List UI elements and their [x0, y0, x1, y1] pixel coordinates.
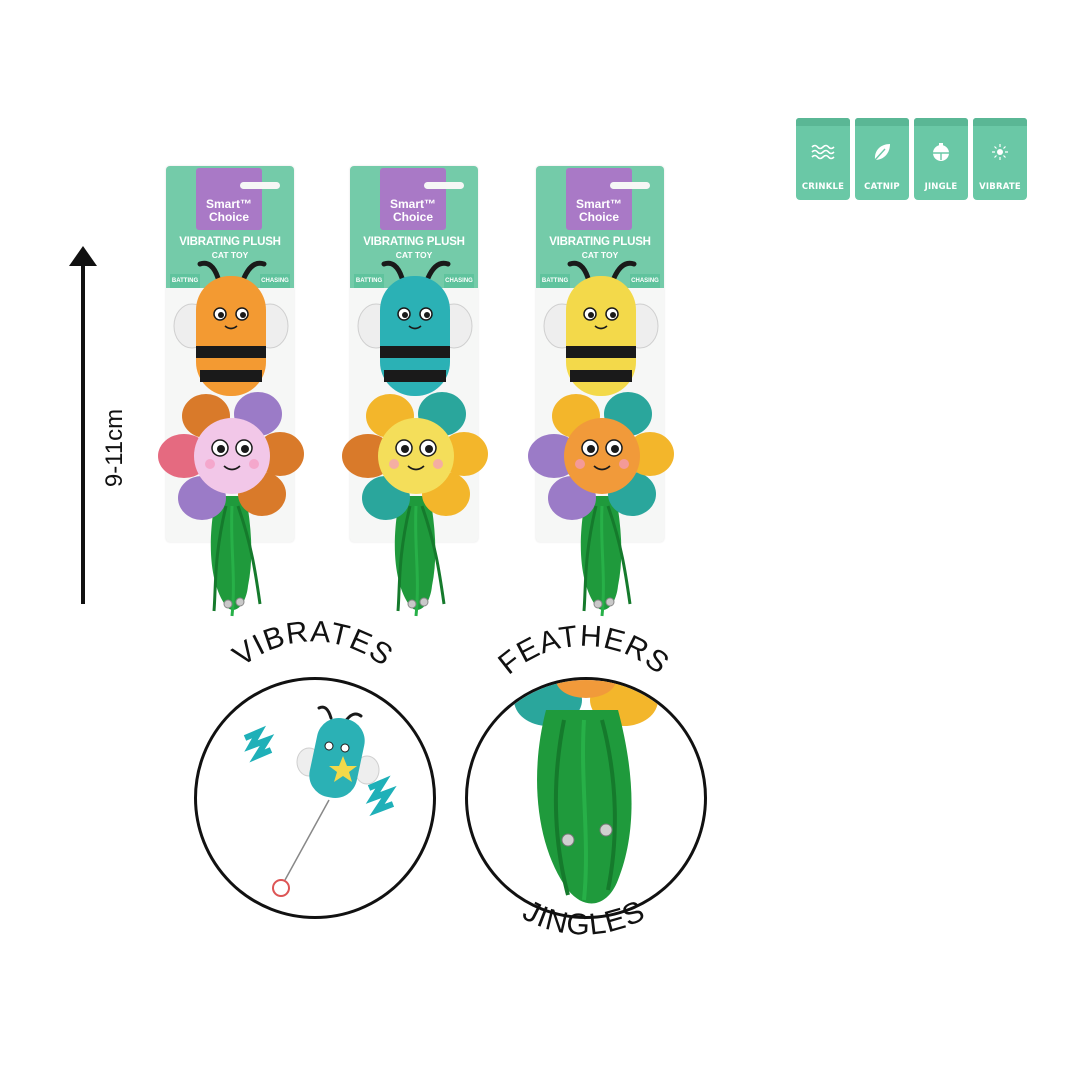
brand-logo: Smart™ Choice: [380, 168, 464, 230]
feature-catnip: CATNIP: [855, 118, 909, 200]
svg-text:FEATHERS: FEATHERS: [492, 620, 675, 681]
ribbon-chasing: CHASING: [444, 274, 474, 288]
package-subtitle: CAT TOY: [395, 250, 433, 260]
height-arrow-head: [69, 246, 97, 266]
feature-label: VIBRATE: [979, 182, 1021, 192]
zigzag-icon: [365, 775, 397, 817]
feature-label: JINGLE: [924, 182, 958, 192]
product-package: Smart™ Choice VIBRATING PLUSH CAT TOY BA…: [158, 166, 304, 617]
brand-logo: Smart™ Choice: [196, 168, 280, 230]
vibrate-icon: [992, 144, 1008, 160]
bell-icon: [599, 823, 613, 837]
brand-line2: Choice: [578, 210, 619, 224]
bee-body: [566, 276, 636, 396]
feather-tail: [210, 496, 262, 617]
wave-icon: [811, 144, 835, 160]
jingles-label: JINGLES: [518, 894, 650, 942]
zigzag-icon: [243, 725, 275, 763]
plush-toy: [528, 260, 674, 617]
package-subtitle: CAT TOY: [211, 250, 249, 260]
package-header: Smart™ Choice VIBRATING PLUSH CAT TOY BA…: [536, 166, 664, 288]
svg-text:VIBRATES: VIBRATES: [227, 615, 399, 673]
package-header: Smart™ Choice VIBRATING PLUSH CAT TOY BA…: [350, 166, 478, 288]
feature-jingle: JINGLE: [914, 118, 968, 200]
hang-hole: [610, 182, 650, 189]
feature-label: CRINKLE: [801, 182, 845, 192]
package-subtitle: CAT TOY: [581, 250, 619, 260]
leaf-icon: [874, 144, 890, 161]
ribbon-chasing: CHASING: [260, 274, 290, 288]
flower-center: [378, 418, 454, 494]
ribbon-batting: BATTING: [354, 274, 384, 288]
height-arrow-line: [81, 262, 85, 604]
brand-logo: Smart™ Choice: [566, 168, 650, 230]
brand-line1: Smart™: [575, 197, 622, 211]
svg-text:JINGLES: JINGLES: [518, 894, 651, 942]
brand-line1: Smart™: [205, 197, 252, 211]
vibrates-circle: [194, 677, 436, 919]
package-title: VIBRATING PLUSH: [549, 236, 651, 248]
bell-icon: [561, 833, 575, 847]
vibrates-label: VIBRATES: [227, 615, 398, 673]
hang-hole: [424, 182, 464, 189]
feature-vibrate: VIBRATE: [973, 118, 1027, 200]
ribbon-batting: BATTING: [540, 274, 570, 288]
brand-line2: Choice: [208, 210, 249, 224]
feature-tabs: CRINKLE CATNIP JINGLE VIBR: [796, 118, 1027, 200]
feather-tail: [580, 496, 632, 617]
feathers-label: FEATHERS: [492, 620, 674, 681]
brand-line2: Choice: [392, 210, 433, 224]
package-header: Smart™ Choice VIBRATING PLUSH CAT TOY BA…: [166, 166, 294, 288]
ribbon-batting: BATTING: [170, 274, 200, 288]
bee-body: [380, 276, 450, 396]
package-title: VIBRATING PLUSH: [363, 236, 465, 248]
plush-toy: [158, 260, 304, 617]
bell-icon: [933, 143, 949, 161]
feature-crinkle: CRINKLE: [796, 118, 850, 200]
product-package: Smart™ Choice VIBRATING PLUSH CAT TOY BA…: [528, 166, 674, 617]
ribbon-chasing: CHASING: [630, 274, 660, 288]
hang-hole: [240, 182, 280, 189]
package-title: VIBRATING PLUSH: [179, 236, 281, 248]
feathers-circle: [465, 677, 707, 919]
feather-tail: [394, 496, 446, 617]
flower-center: [194, 418, 270, 494]
brand-line1: Smart™: [389, 197, 436, 211]
flower-center: [564, 418, 640, 494]
feature-label: CATNIP: [864, 182, 900, 192]
plush-toy: [342, 260, 488, 617]
product-package: Smart™ Choice VIBRATING PLUSH CAT TOY BA…: [342, 166, 488, 617]
bee-body: [196, 276, 266, 396]
